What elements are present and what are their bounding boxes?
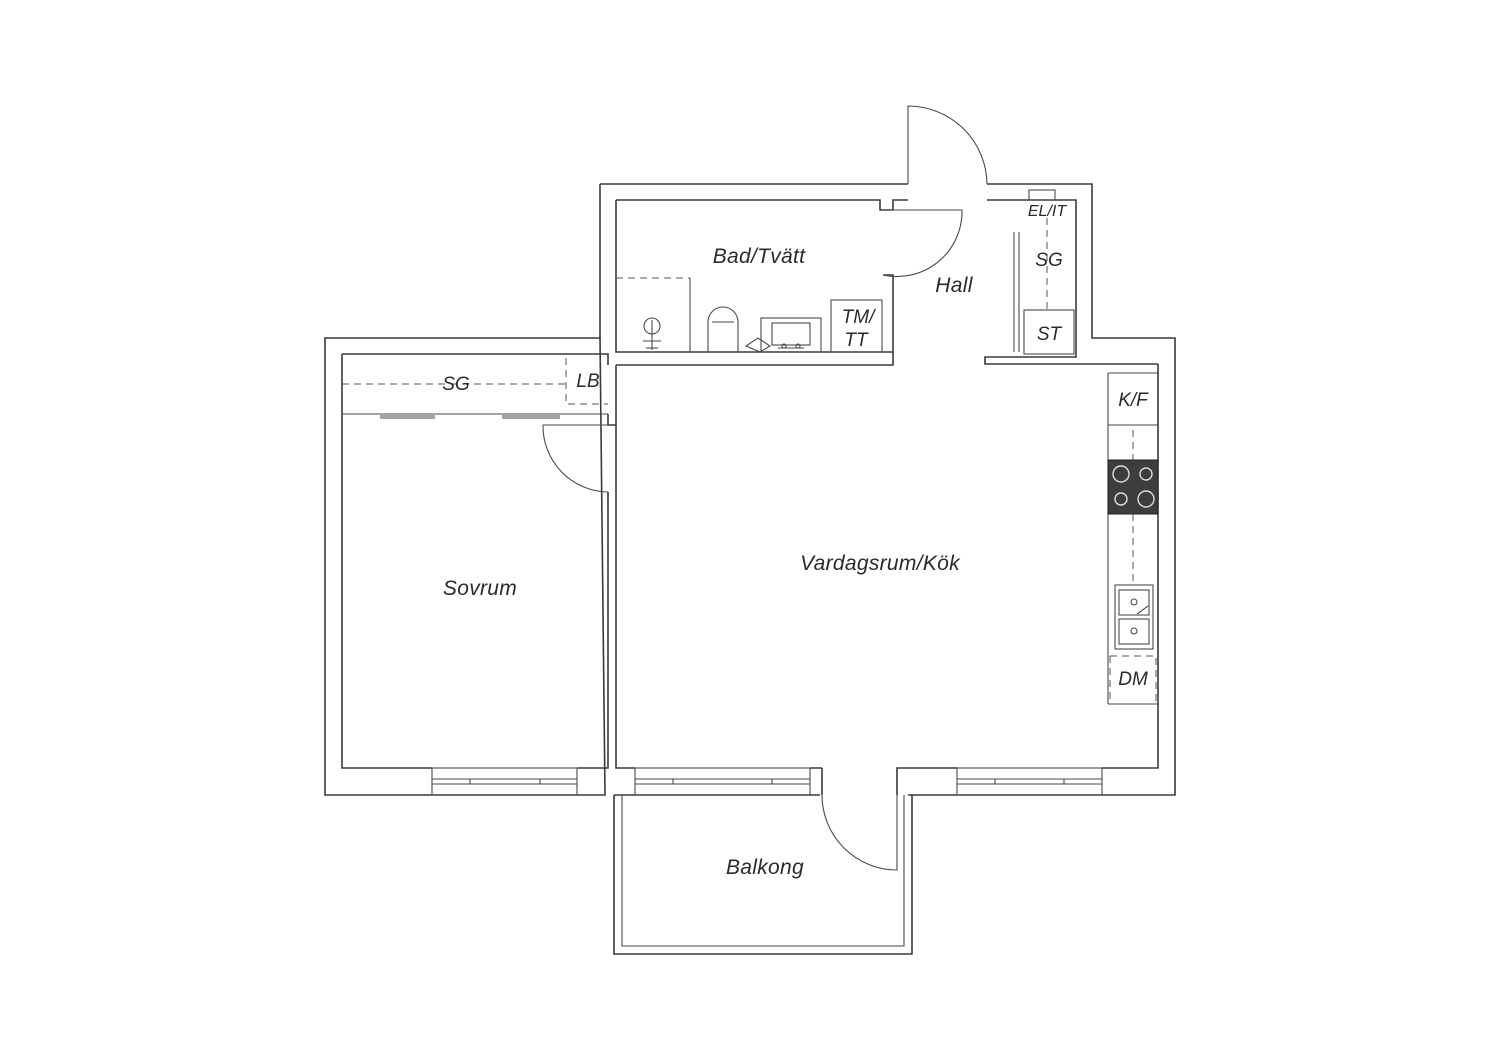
label-storage: ST <box>1037 324 1063 345</box>
fixture-labels: SG LB TM/ TT EL/IT SG ST K/F DM <box>442 203 1149 690</box>
label-fridge-freezer: K/F <box>1118 390 1149 411</box>
room-label-bedroom: Sovrum <box>443 577 517 600</box>
label-hall-wardrobe: SG <box>1035 250 1062 271</box>
doors <box>542 105 988 871</box>
sink-icon <box>760 317 822 353</box>
label-bedroom-wardrobe: SG <box>442 374 469 395</box>
room-labels: Bad/Tvätt Hall Sovrum Vardagsrum/Kök Bal… <box>443 245 973 879</box>
label-dishwasher: DM <box>1118 669 1148 690</box>
storage-box <box>1023 309 1075 355</box>
kitchen-counter <box>1107 372 1159 705</box>
label-dryer: TT <box>844 330 869 351</box>
room-label-living-kitchen: Vardagsrum/Kök <box>800 552 961 575</box>
room-label-balcony: Balkong <box>726 856 804 879</box>
label-linen-cabinet: LB <box>576 371 600 392</box>
label-electric-it: EL/IT <box>1028 203 1067 220</box>
bathroom-fixtures <box>616 277 883 353</box>
washer-dryer-box <box>830 299 883 353</box>
label-washer: TM/ <box>842 307 876 328</box>
bedroom-wardrobe <box>342 358 608 419</box>
outer-walls <box>324 183 1176 796</box>
balcony-outline <box>613 795 913 955</box>
windows <box>431 767 1103 796</box>
room-label-bathroom: Bad/Tvätt <box>713 245 806 268</box>
hall-fixtures <box>1013 189 1075 355</box>
kitchen-sink-icon <box>1114 584 1154 650</box>
toilet-icon <box>707 306 739 352</box>
room-label-hall: Hall <box>935 274 973 297</box>
